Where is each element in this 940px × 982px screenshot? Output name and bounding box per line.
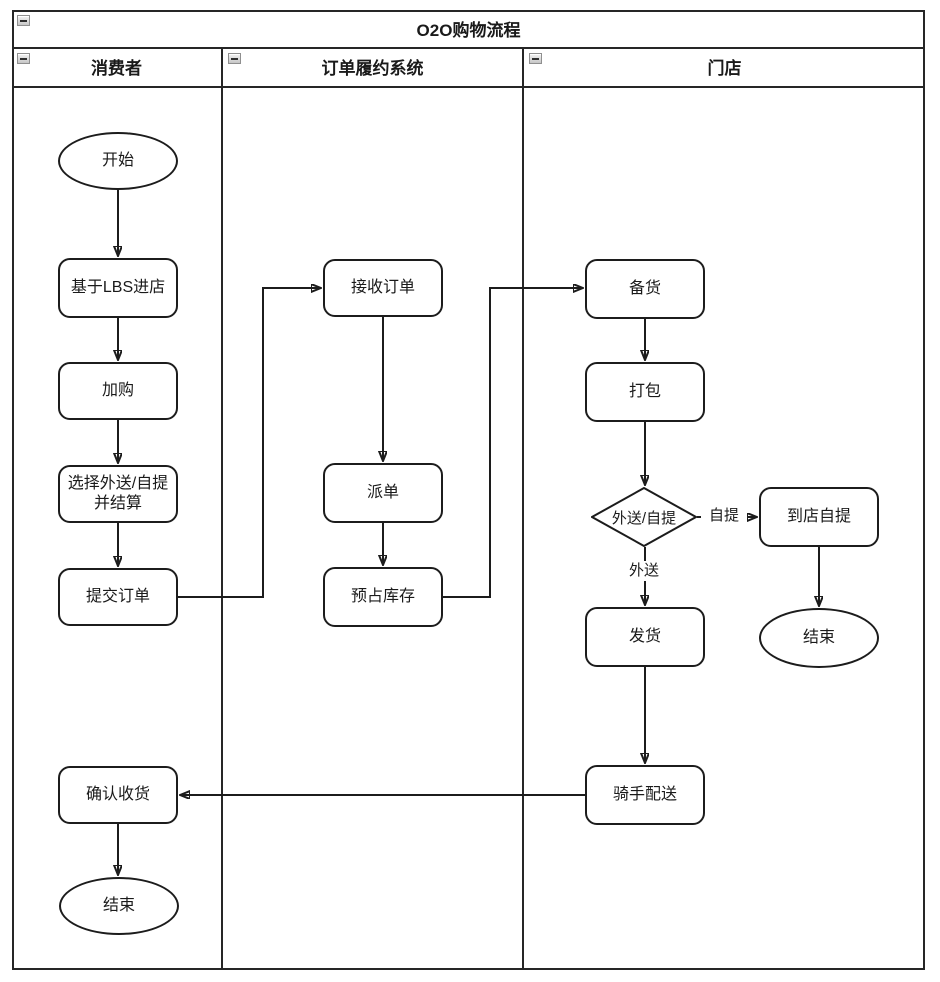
collapse-icon[interactable] [17,53,30,64]
lane-divider-2 [522,47,524,970]
node-choose-delivery-or-pickup[interactable]: 选择外送/自提 并结算 [58,465,178,523]
node-reserve-inventory[interactable]: 预占库存 [323,567,443,627]
node-end-store[interactable]: 结束 [759,608,879,668]
pool-title: O2O购物流程 [12,10,925,47]
pool-title-label: O2O购物流程 [416,21,521,40]
node-submit-order[interactable]: 提交订单 [58,568,178,626]
collapse-icon[interactable] [228,53,241,64]
edge-label-pickup: 自提 [701,506,747,526]
lane-header-fulfillment: 订单履约系统 [223,47,522,86]
node-end-consumer[interactable]: 结束 [59,877,179,935]
node-instore-pickup[interactable]: 到店自提 [759,487,879,547]
minus-icon [20,19,27,22]
node-pack[interactable]: 打包 [585,362,705,422]
edge-label-delivery: 外送 [621,561,667,581]
lane-label: 消费者 [91,59,142,78]
node-enter-store-by-lbs[interactable]: 基于LBS进店 [58,258,178,318]
collapse-icon[interactable] [17,15,30,26]
pool-title-divider [12,47,925,49]
lane-divider-1 [221,47,223,970]
collapse-icon[interactable] [529,53,542,64]
node-confirm-receipt[interactable]: 确认收货 [58,766,178,824]
node-prepare-goods[interactable]: 备货 [585,259,705,319]
node-ship[interactable]: 发货 [585,607,705,667]
minus-icon [231,57,238,60]
node-add-to-cart[interactable]: 加购 [58,362,178,420]
lane-label: 订单履约系统 [321,59,424,78]
minus-icon [20,57,27,60]
node-receive-order[interactable]: 接收订单 [323,259,443,317]
node-start[interactable]: 开始 [58,132,178,190]
decision-diamond-shape [591,487,697,547]
lane-label: 门店 [707,59,742,78]
lane-header-store: 门店 [524,47,925,86]
minus-icon [532,57,539,60]
node-dispatch-order[interactable]: 派单 [323,463,443,523]
decision-label: 外送/自提 [611,509,677,527]
lane-header-consumer: 消费者 [12,47,221,86]
node-rider-delivery[interactable]: 骑手配送 [585,765,705,825]
node-decision-delivery-or-pickup[interactable]: 外送/自提 [591,487,697,547]
lane-header-divider [12,86,925,88]
